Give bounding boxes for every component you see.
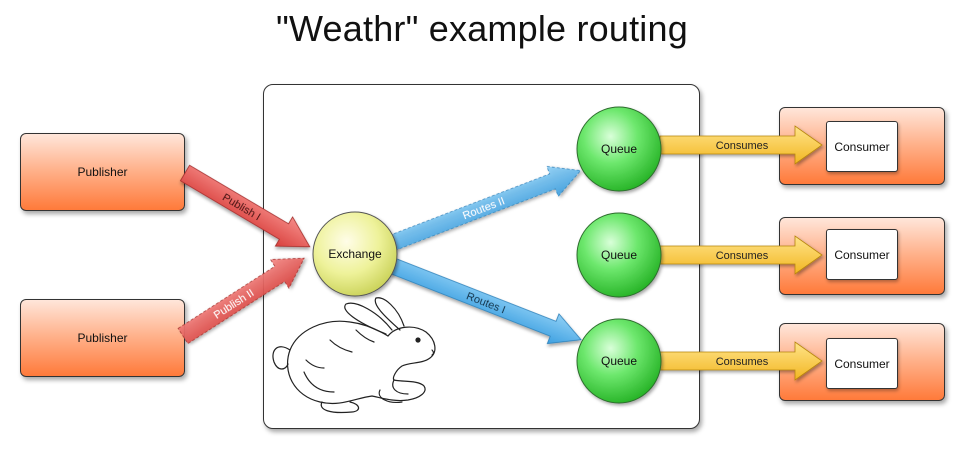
consumer-box-3[interactable]: Consumer — [779, 323, 945, 401]
routes-arrow-2: Routes II — [388, 165, 582, 251]
queue-label-2: Queue — [601, 248, 637, 262]
consumer-inner-3: Consumer — [826, 338, 898, 389]
queue-node-1[interactable] — [576, 106, 662, 192]
consumer-box-1[interactable]: Consumer — [779, 107, 945, 185]
diagram-title: "Weathr" example routing — [276, 8, 688, 49]
rabbit-icon — [272, 297, 436, 414]
consumer-label: Consumer — [834, 139, 890, 154]
consumes-arrow-3: Consumes — [659, 341, 823, 381]
consumer-label: Consumer — [834, 356, 890, 371]
consumes-arrow-2: Consumes — [659, 235, 823, 275]
consumes-arrow-1: Consumes — [659, 125, 823, 165]
publisher-label: Publisher — [77, 165, 128, 179]
consumes-arrow-2-label: Consumes — [716, 250, 769, 262]
publish-arrow-2: Publish II — [177, 257, 305, 345]
queue-label-3: Queue — [601, 354, 637, 368]
publisher-label: Publisher — [77, 331, 128, 345]
publish-arrow-1: Publish I — [179, 164, 311, 248]
consumer-label: Consumer — [834, 247, 890, 262]
queue-label-1: Queue — [601, 142, 637, 156]
exchange-label: Exchange — [328, 247, 382, 261]
publisher-box-2[interactable]: Publisher — [20, 299, 185, 377]
consumes-arrow-3-label: Consumes — [716, 356, 769, 368]
queue-node-2[interactable] — [576, 212, 662, 298]
consumer-inner-1: Consumer — [826, 121, 898, 172]
consumes-arrow-1-label: Consumes — [716, 140, 769, 152]
queue-node-3[interactable] — [576, 318, 662, 404]
publisher-box-1[interactable]: Publisher — [20, 133, 185, 211]
consumer-inner-2: Consumer — [826, 229, 898, 280]
exchange-node[interactable] — [312, 211, 398, 297]
